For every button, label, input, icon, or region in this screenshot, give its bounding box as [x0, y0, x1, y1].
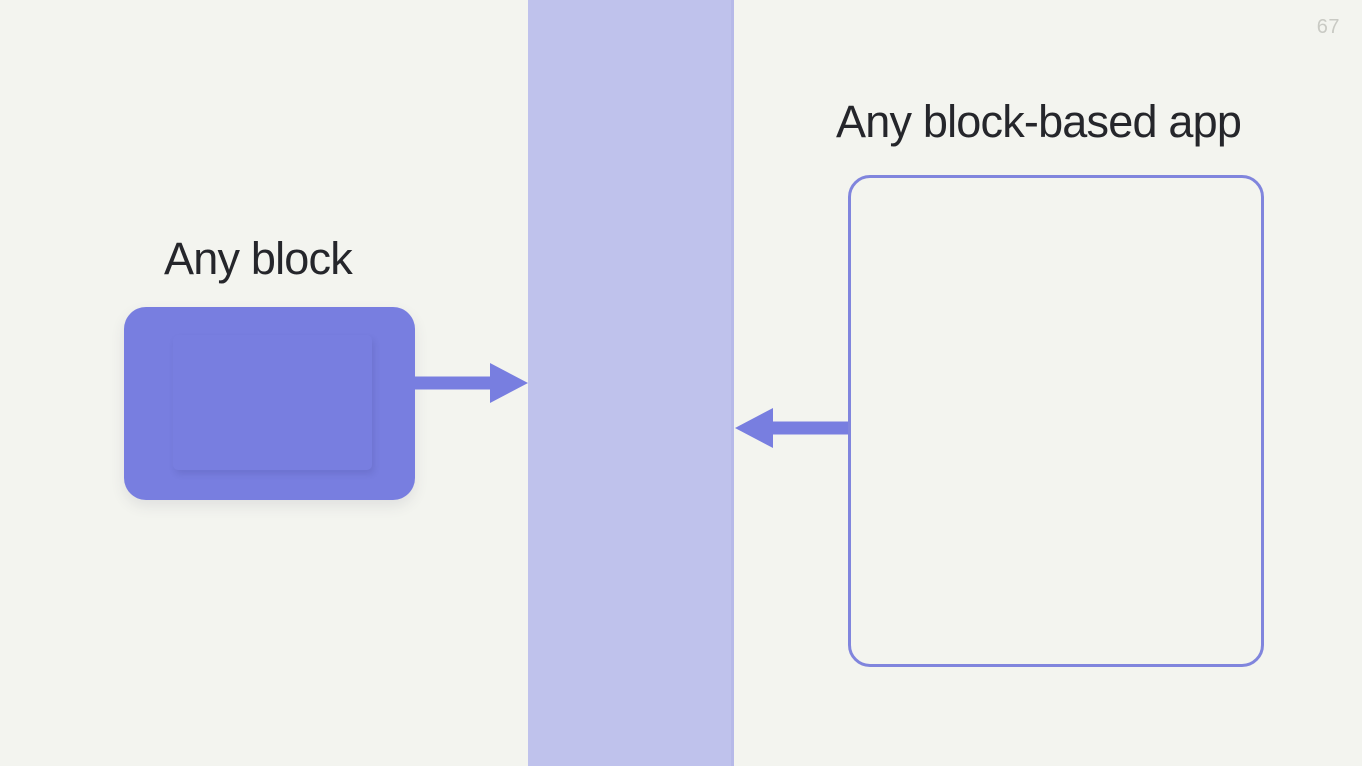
right-heading: Any block-based app: [836, 96, 1242, 147]
integration-band: [528, 0, 734, 766]
any-block-based-app-frame: [848, 175, 1264, 667]
arrow-app-to-band-icon: [733, 407, 851, 454]
arrow-right-icon: [414, 363, 528, 403]
left-heading: Any block: [164, 233, 353, 284]
band-right-edge: [731, 0, 734, 766]
arrow-block-to-band-icon: [414, 362, 530, 409]
arrow-left-icon: [735, 408, 851, 448]
any-block-inner-shape: [173, 335, 372, 470]
page-number: 67: [1316, 16, 1340, 38]
any-block-shape: [124, 307, 415, 500]
